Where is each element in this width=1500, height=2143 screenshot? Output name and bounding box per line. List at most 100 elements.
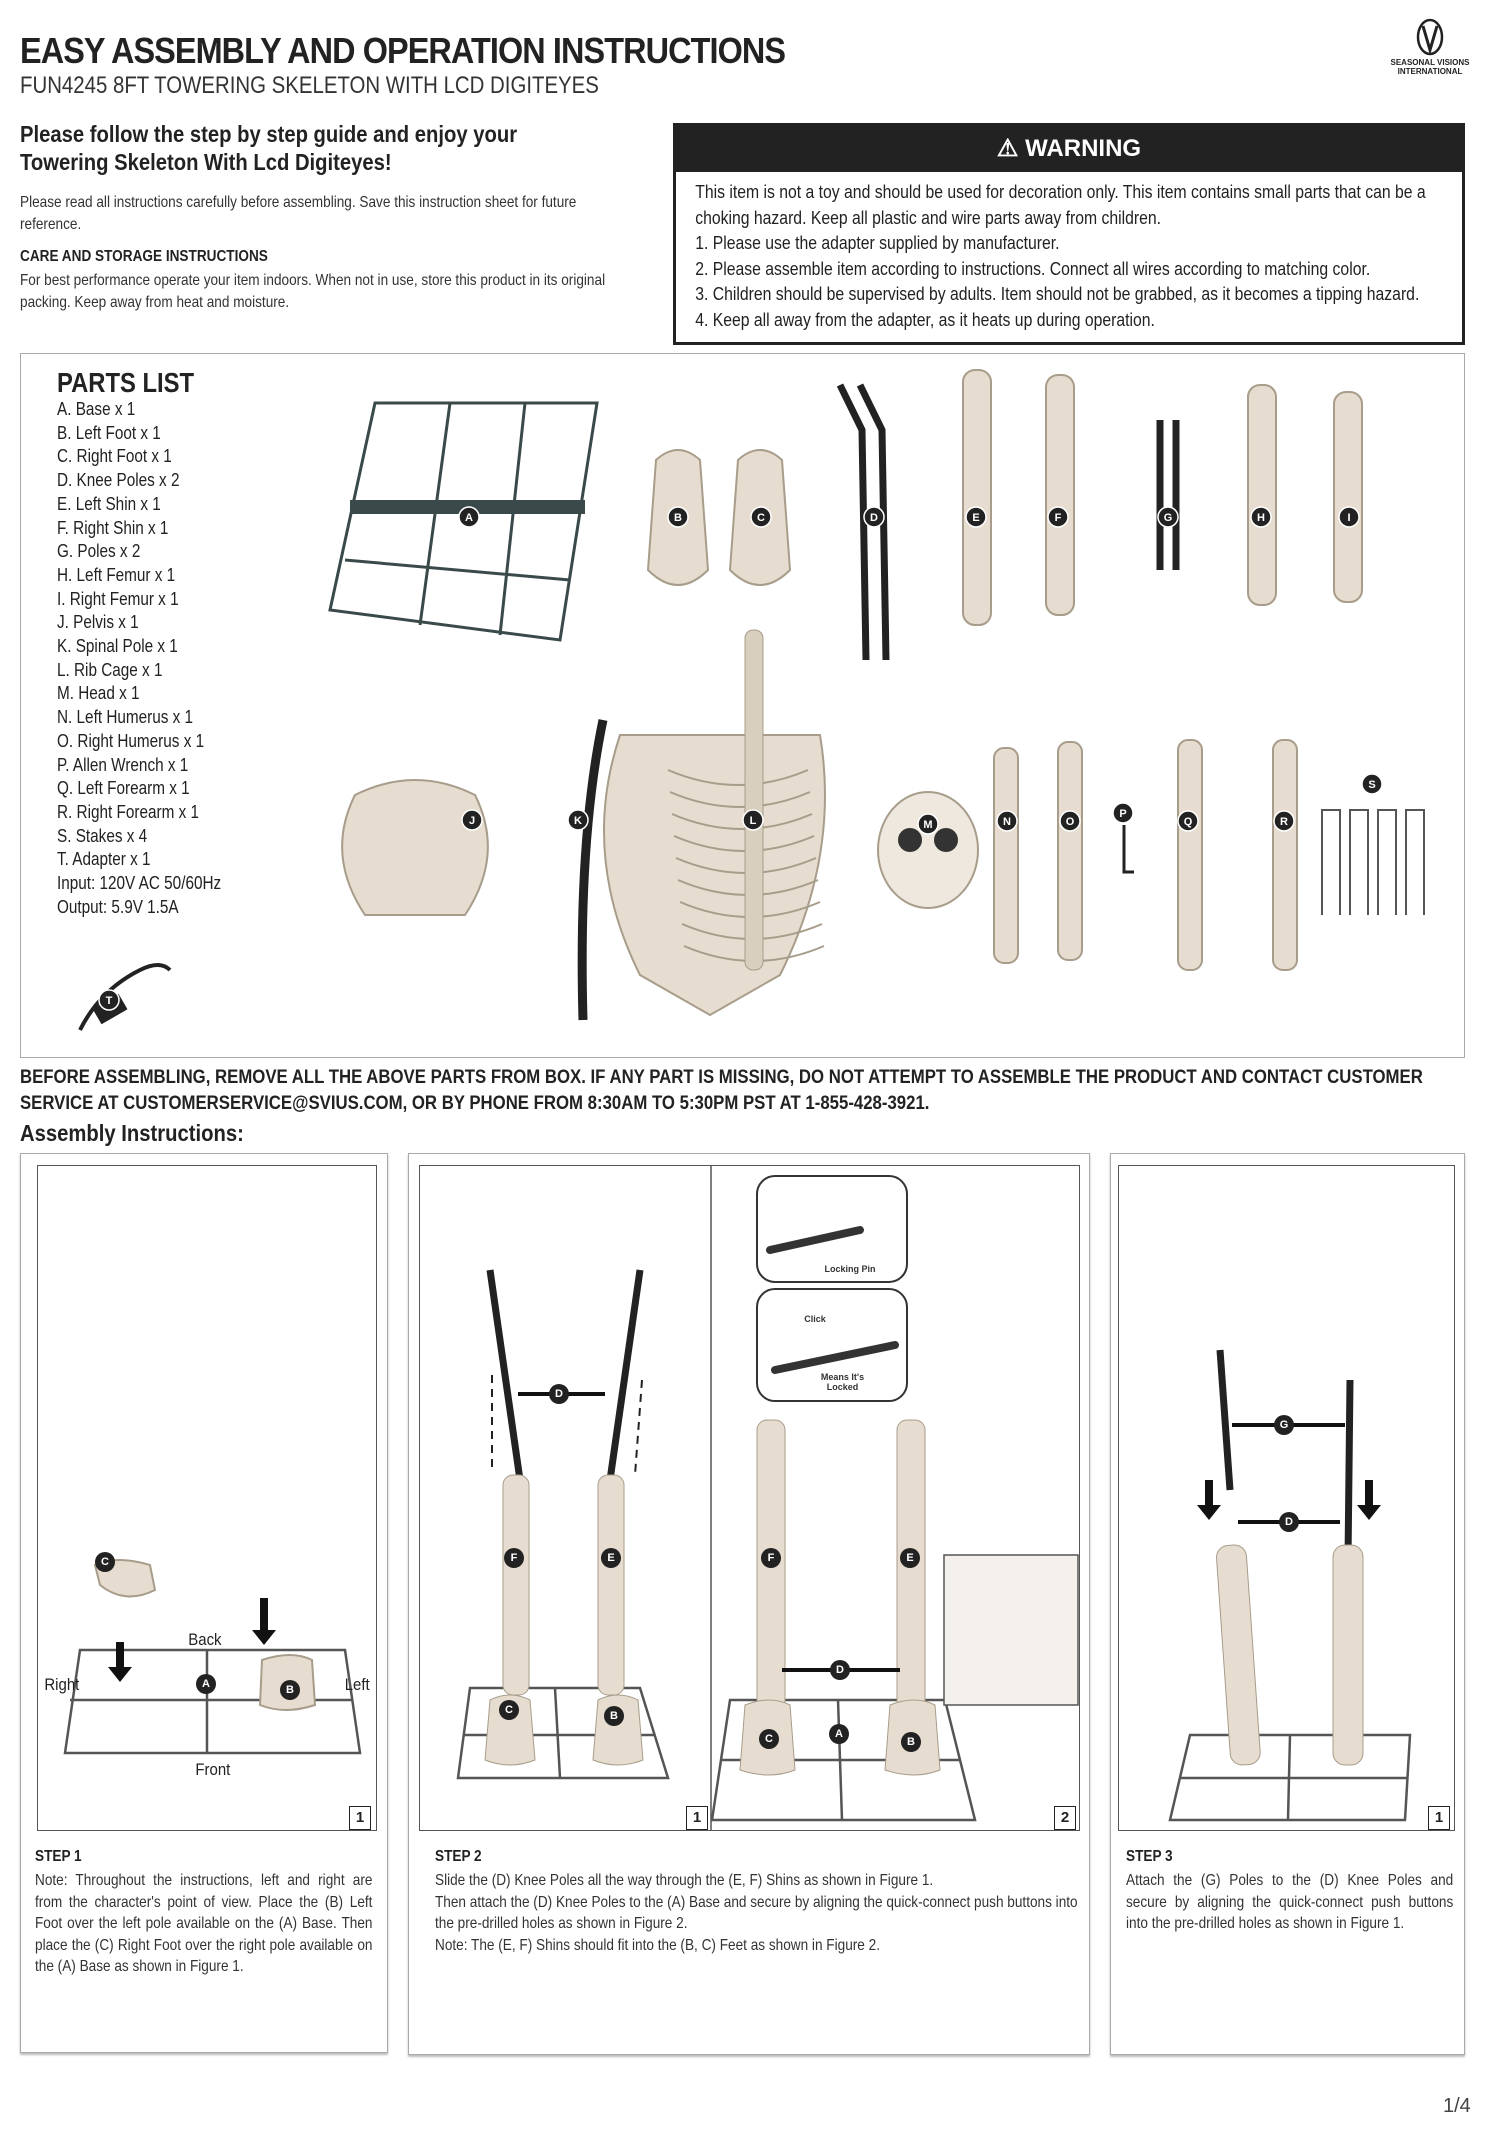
part-callout-circle [1157,506,1179,528]
skull-part [877,791,979,909]
part-callout: C [95,1552,115,1572]
part-callout: F [761,1548,781,1568]
part-callout: C [759,1729,779,1749]
warning-item: 2. Please assemble item according to ins… [695,258,1371,279]
feet [739,1699,941,1776]
part-callout-letter: D [870,512,878,524]
parts-list-item: N. Left Humerus x 1 [57,707,194,728]
stake [1377,809,1397,915]
parts-list-item: G. Poles x 2 [57,541,141,562]
part-callout-letter: S [1368,779,1375,791]
figure-number: 1 [686,1806,708,1830]
step2-figures [419,1165,1080,1831]
parts-list-item: R. Right Forearm x 1 [57,801,199,822]
part-callout: A [829,1724,849,1744]
part-callout-letter: C [757,512,765,524]
part-callout-circle [750,506,772,528]
step2-title: STEP 2 [435,1848,482,1865]
parts-list-item: F. Right Shin x 1 [57,517,169,538]
part-callout-letter: T [106,995,113,1007]
missing-parts-notice: BEFORE ASSEMBLING, REMOVE ALL THE ABOVE … [20,1066,1423,1114]
parts-list-item: S. Stakes x 4 [57,825,148,846]
poles [1216,1349,1354,1561]
part-callout-letter: A [465,512,473,524]
part-callout-letter: G [1164,512,1173,524]
part-callout-letter: L [750,815,757,827]
step3-text: Attach the (G) Poles to the (D) Knee Pol… [1126,1872,1454,1932]
spinal-pole [577,719,608,1021]
part-callout-circle [1112,802,1134,824]
parts-list-item: H. Left Femur x 1 [57,564,176,585]
label-front: Front [195,1760,231,1779]
warning-item: 4. Keep all away from the adapter, as it… [695,309,1155,330]
part-callout-letter: O [1066,816,1075,828]
part-callout-circle [742,809,764,831]
part-callout-circle [1059,810,1081,832]
warning-item: 1. Please use the adapter supplied by ma… [695,233,1060,253]
part-callout-circle [1177,810,1199,832]
spine [744,629,764,971]
inset-click-label: Click [804,1314,826,1324]
part-callout-letter: P [1119,808,1126,820]
part-callout-circle [567,809,589,831]
care-heading: CARE AND STORAGE INSTRUCTIONS [20,248,268,265]
part-callout-circle [667,506,689,528]
part-callout: B [604,1706,624,1726]
pelvis-part [341,779,489,916]
document-title: EASY ASSEMBLY AND OPERATION INSTRUCTIONS [20,30,786,71]
care-text: For best performance operate your item i… [20,272,606,311]
part-callout-circle [1338,506,1360,528]
bone-part [1057,741,1083,961]
parts-list-item: T. Adapter x 1 [57,849,151,870]
rib-line [673,835,815,852]
logo-mark-icon [1416,18,1444,56]
part-callout: D [830,1660,850,1680]
part-callout-letter: I [1347,512,1350,524]
inset-locking-pin [756,1175,908,1283]
part-callout-circle [1361,773,1383,795]
step1-title: STEP 1 [35,1848,82,1865]
parts-panel [20,353,1465,1058]
parts-list-item: Output: 5.9V 1.5A [57,896,179,917]
part-callout-circle [863,506,885,528]
step1-figure [37,1165,377,1831]
part-callout-letter: F [1055,512,1062,524]
part-callout: B [280,1680,300,1700]
part-callout-letter: M [923,819,932,831]
document-subtitle: FUN4245 8FT TOWERING SKELETON WITH LCD D… [20,72,599,99]
shin [1216,1544,1261,1766]
inset-photo [943,1554,1079,1706]
part-callout-circle [461,809,483,831]
parts-list-item: K. Spinal Pole x 1 [57,636,178,657]
figure-number: 2 [1054,1806,1076,1830]
step3-figure [1118,1165,1455,1831]
rib-line [669,791,811,808]
part-callout-letter: B [674,512,682,524]
step2-text: Slide the (D) Knee Poles all the way thr… [435,1872,1078,1954]
part-callout-letter: Q [1184,816,1193,828]
part-callout-letter: H [1257,512,1265,524]
figure-number: 1 [349,1806,371,1830]
warning-triangle-icon: ⚠ [996,135,1019,162]
parts-list-item: I. Right Femur x 1 [57,588,179,609]
figure-number: 1 [1428,1806,1450,1830]
bone-part [1247,384,1277,606]
parts-list-item: P. Allen Wrench x 1 [57,754,189,775]
warning-intro: This item is not a toy and should be use… [695,182,1426,228]
assembly-illustrations [63,1165,1412,1831]
parts-list-item: J. Pelvis x 1 [57,612,139,633]
parts-list-item: E. Left Shin x 1 [57,493,161,514]
allen-wrench [1122,825,1134,874]
rib-line [671,813,813,830]
parts-list-item: O. Right Humerus x 1 [57,730,205,751]
label-right: Right [44,1675,80,1694]
parts-list-item: B. Left Foot x 1 [57,422,161,443]
part-callout: F [504,1548,524,1568]
part-callout: C [499,1700,519,1720]
part-callout-letter: J [469,815,475,827]
label-left: Left [344,1675,370,1694]
down-arrow-icon [108,1598,276,1682]
part-callout: G [1274,1415,1294,1435]
